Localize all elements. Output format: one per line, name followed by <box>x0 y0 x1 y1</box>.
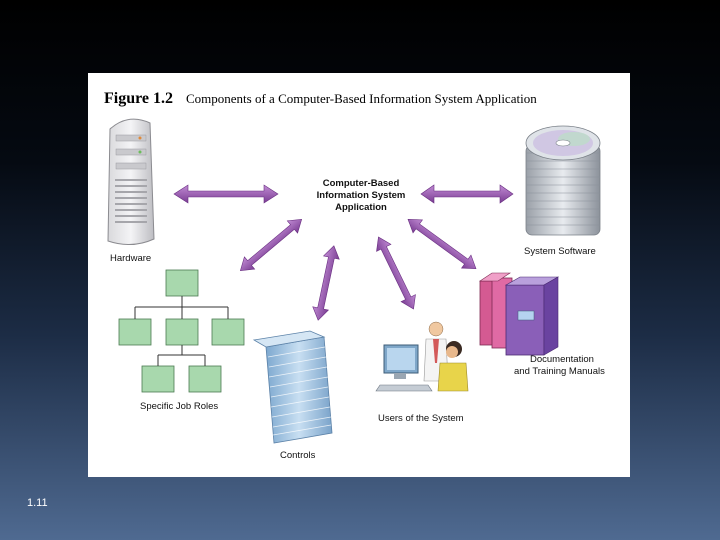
books-icon <box>479 272 560 356</box>
figure-caption: Components of a Computer-Based Informati… <box>186 91 537 106</box>
slide-number: 1.11 <box>27 497 48 509</box>
users-at-computer-icon <box>375 321 469 392</box>
center-label-line2: Information System <box>317 190 406 201</box>
users-label: Users of the System <box>378 413 464 424</box>
arrow-job-roles <box>239 218 303 272</box>
org-chart-icon <box>118 269 245 393</box>
figure-panel: Figure 1.2 Components of a Computer-Base… <box>88 73 630 477</box>
center-label-line1: Computer-Based <box>323 178 400 189</box>
hardware-label: Hardware <box>110 253 151 264</box>
system-software-label: System Software <box>524 246 596 257</box>
cd-stack-icon <box>525 125 601 236</box>
arrow-hardware <box>173 184 279 204</box>
documentation-label-line2: and Training Manuals <box>514 366 605 377</box>
controls-label: Controls <box>280 450 316 461</box>
arrow-controls <box>312 245 340 321</box>
job-roles-label: Specific Job Roles <box>140 401 218 412</box>
figure-diagram: Figure 1.2 Components of a Computer-Base… <box>104 90 605 461</box>
controls-stack-icon <box>252 330 333 444</box>
arrow-system-software <box>420 184 514 204</box>
hardware-tower-icon <box>107 118 155 245</box>
figure-number: Figure 1.2 <box>104 90 173 107</box>
documentation-label-line1: Documentation <box>530 354 594 365</box>
center-label-line3: Application <box>335 202 387 213</box>
arrow-documentation <box>407 218 477 270</box>
arrow-users <box>376 236 416 310</box>
